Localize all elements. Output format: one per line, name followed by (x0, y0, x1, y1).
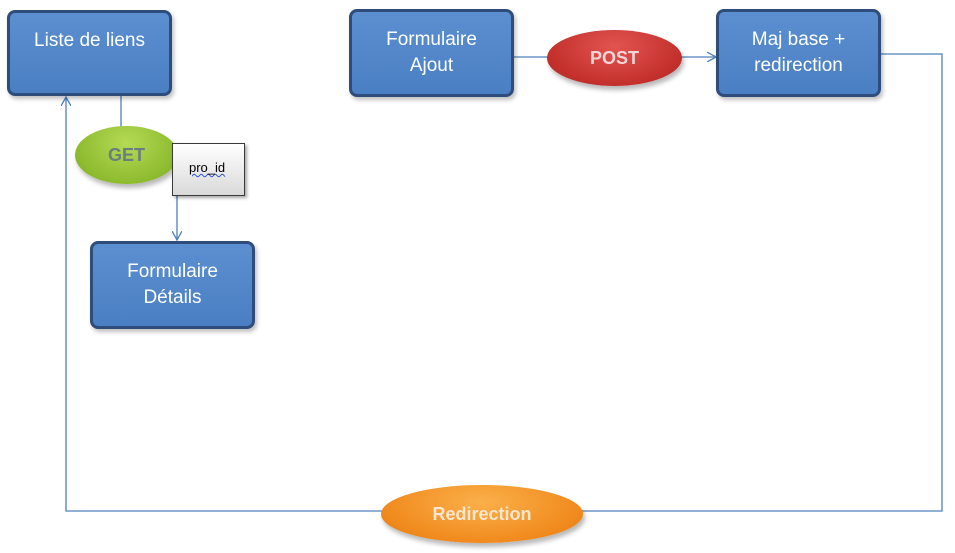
formulaire-ajout-label-line1: Formulaire (386, 29, 477, 50)
post-method-oval: POST (547, 30, 682, 86)
maj-base-node: Maj base + redirection (716, 9, 881, 97)
redirection-oval: Redirection (381, 485, 583, 543)
get-label: GET (107, 144, 145, 165)
formulaire-details-node: Formulaire Détails (90, 241, 255, 329)
connector-redirection-loop (66, 53, 943, 512)
formulaire-details-label-line1: Formulaire (127, 261, 218, 282)
maj-base-label-line1: Maj base + (751, 29, 846, 50)
get-method-oval: GET (75, 126, 178, 184)
pro-id-label: pro_id (189, 160, 226, 175)
redirection-label: Redirection (432, 503, 532, 524)
formulaire-ajout-node: Formulaire Ajout (349, 9, 514, 97)
liste-de-liens-label: Liste de liens (34, 30, 145, 51)
pro-id-parameter-box: pro_id (172, 143, 245, 196)
formulaire-ajout-label-line2: Ajout (409, 55, 454, 76)
post-label: POST (589, 47, 639, 68)
maj-base-label-line2: redirection (754, 55, 843, 76)
liste-de-liens-node: Liste de liens (7, 10, 172, 96)
formulaire-details-label-line2: Détails (143, 287, 202, 308)
